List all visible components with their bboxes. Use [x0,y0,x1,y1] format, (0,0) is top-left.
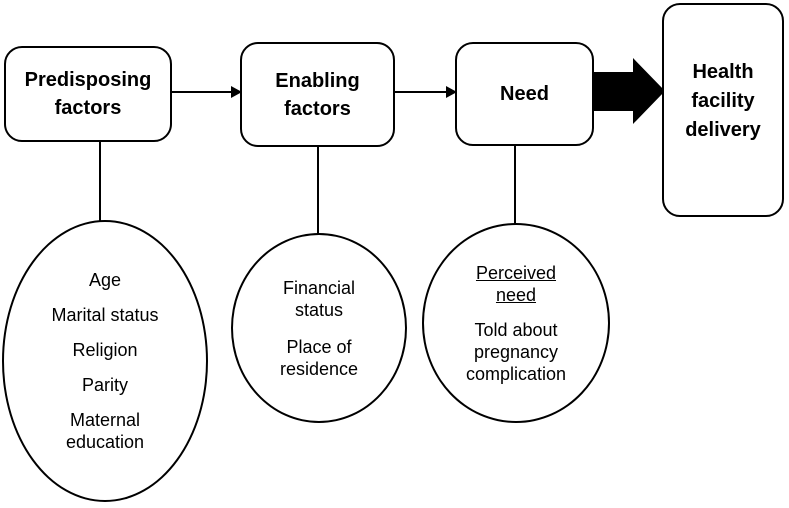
flow-box-label: Enabling factors [275,69,360,120]
arrow-enabling-to-need-icon [395,85,457,99]
factor-item: Parity [81,375,128,395]
factor-item: Financial status [282,277,356,320]
flow-box-enabling-factors: Enabling factors [240,42,395,147]
thick-arrow-body [593,72,634,111]
thick-arrow-head-icon [633,58,665,124]
connector-enabling-ellipse [317,146,319,234]
flow-box-predisposing-factors: Predisposing factors [4,46,172,142]
arrow-head-icon [446,86,457,98]
flow-box-need: Need [455,42,594,146]
factor-item: Told about pregnancy complication [465,319,567,384]
ellipse-enabling-factors: Financial status Place of residence [231,233,407,423]
factor-item: Age [88,270,122,290]
factor-item: Place of residence [279,336,359,379]
flow-box-label: Predisposing factors [24,69,152,119]
flow-box-label: Need [500,83,549,105]
flow-box-label: Health facility delivery [685,60,761,141]
factor-item: Marital status [51,305,159,325]
ellipse-predisposing-factors: Age Marital status Religion Parity Mater… [2,220,208,502]
arrow-predisposing-to-enabling-icon [172,85,242,99]
ellipse-need-factors: Perceived need Told about pregnancy comp… [422,223,610,423]
factor-item: Religion [72,340,138,360]
factor-heading-perceived-need: Perceived need [475,262,557,305]
connector-need-ellipse [514,145,516,224]
connector-predisposing-ellipse [99,141,101,221]
thick-arrow-need-to-outcome-icon [593,58,665,124]
factor-item: Maternal education [65,410,145,452]
arrow-head-icon [231,86,242,98]
arrow-shaft [395,91,448,93]
flow-box-health-facility-delivery: Health facility delivery [662,3,784,217]
arrow-shaft [172,91,233,93]
